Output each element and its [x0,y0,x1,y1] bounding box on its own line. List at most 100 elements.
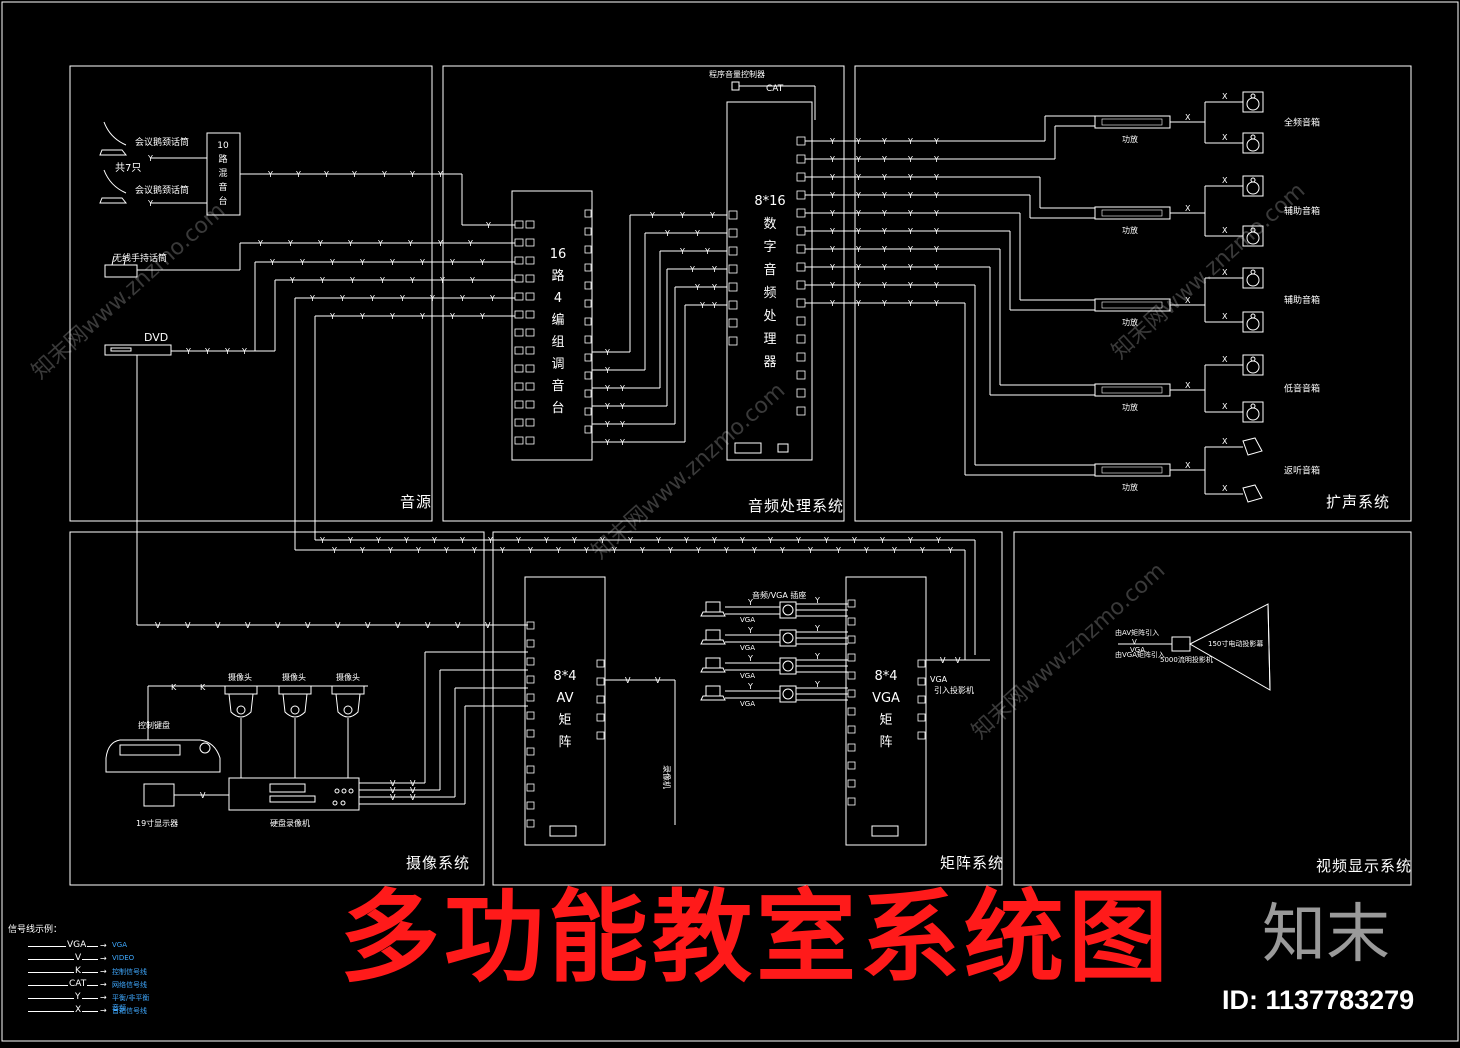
port [728,210,738,220]
svg-text:X: X [1222,92,1228,101]
speaker-icon [1242,311,1264,333]
speaker-group-label: 低音音箱 [1284,383,1320,395]
port [525,436,535,445]
signal-marker: Y [611,546,617,555]
av-ports [526,621,605,828]
port [728,318,738,328]
monitor-speaker-icon [1242,437,1263,456]
port [584,299,592,308]
source-wiring [136,157,515,625]
mini-mixer-char: 音 [218,181,227,193]
dsp-char: 音 [763,262,776,278]
signal-marker: Y [449,258,455,267]
port [525,418,535,427]
db9-port-icon [549,825,577,837]
signal-marker: Y [639,546,645,555]
legend-desc: 音箱信号线 [112,1007,147,1015]
port [526,783,535,792]
av-matrix-char: 阵 [558,735,571,750]
port [526,693,535,702]
dsp-char: 数 [763,217,776,232]
port [796,190,806,200]
port [584,227,592,236]
panel-source-box [69,65,433,522]
port [728,336,738,346]
port [917,731,926,740]
watermark: 知末网www.znzmo.com [27,198,230,384]
signal-marker: V [410,786,416,795]
port [526,729,535,738]
port [526,747,535,756]
signal-marker: Y [879,536,885,545]
arrow-icon: → [100,941,107,950]
port [584,407,592,416]
port [514,310,524,319]
svg-text:Y: Y [747,682,753,691]
image-id: ID: 1137783279 [1222,985,1415,1015]
signal-marker: Y [269,258,275,267]
signal-marker: Y [627,536,633,545]
camera-label: 摄像头 [228,672,252,682]
dsp-char: 频 [763,286,776,301]
av-matrix-char: 矩 [558,713,571,728]
port [514,274,524,283]
signal-marker: V [655,676,661,685]
laptop-icon [705,601,721,613]
port [514,292,524,301]
port [796,352,806,362]
mixer-char: 16 [550,247,567,262]
svg-text:X: X [1222,226,1228,235]
signal-marker: Y [851,536,857,545]
signal-marker: Y [351,170,357,179]
svg-text:X: X [1222,133,1228,142]
port [847,725,856,734]
vga-matrix-char: 矩 [879,713,892,728]
port [584,281,592,290]
keyboard-label: 控制键盘 [138,720,170,730]
signal-marker: Y [437,239,443,248]
mixer-16ch [511,190,593,461]
signal-marker: Y [515,536,521,545]
signal-marker: Y [599,536,605,545]
svg-text:X: X [1185,461,1191,470]
signal-marker: Y [339,294,345,303]
panel-speaker-box [854,65,1412,522]
panel-matrix-box [492,531,1003,886]
signal-marker: Y [389,312,395,321]
speaker-icon [1242,132,1264,154]
arrow-icon: → [100,954,107,963]
signal-marker: Y [359,546,365,555]
signal-marker: Y [499,546,505,555]
port [525,292,535,301]
port [526,639,535,648]
mic-count: 共7只 [115,162,141,174]
mixer-char: 调 [551,357,564,372]
port [596,677,605,686]
svg-text:VGA: VGA [740,616,755,624]
screen-label: 150寸电动投影幕 [1208,639,1263,648]
mixer-char: 编 [551,313,564,328]
signal-marker: V [940,656,946,665]
port [525,328,535,337]
speaker-icon [1242,225,1264,247]
port [525,382,535,391]
legend-row: VGA→VGA [16,940,156,952]
signal-marker: Y [375,536,381,545]
controller-icon [731,81,740,91]
signal-marker: Y [779,546,785,555]
port [514,220,524,229]
svg-text:X: X [1185,204,1191,213]
av-matrix-title: 8*4 [553,669,576,684]
svg-text:K: K [200,683,206,692]
port [584,209,592,218]
port [525,220,535,229]
camera-icon [224,685,258,718]
signal-marker: Y [387,546,393,555]
signal-marker: Y [295,170,301,179]
speaker-icon [1242,175,1264,197]
port [847,653,856,662]
